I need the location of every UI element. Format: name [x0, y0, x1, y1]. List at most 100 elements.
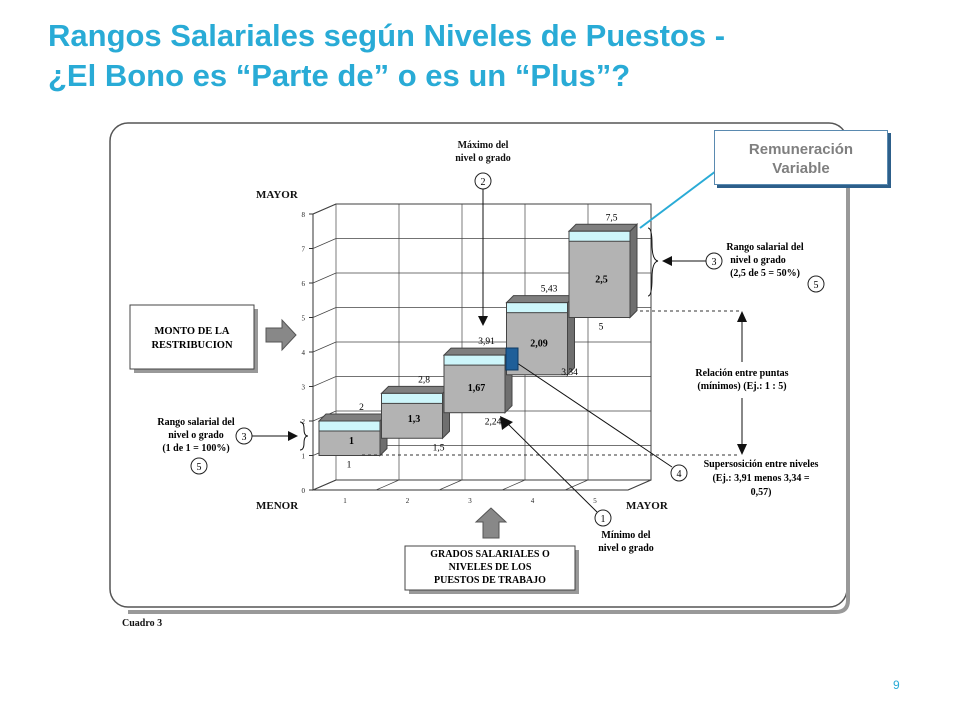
variable-pay-callout: Remuneración Variable	[714, 130, 888, 185]
grados-line1: GRADOS SALARIALES O	[430, 549, 550, 560]
min-pointer-line	[504, 420, 598, 513]
super-pointer-line	[516, 362, 673, 468]
relacion-line1: Relación entre puntas	[695, 368, 788, 379]
min-pointer-head	[500, 416, 513, 430]
min-label: 2,24	[485, 418, 502, 428]
min-label: 1	[347, 461, 352, 471]
range-label: 1	[349, 436, 354, 447]
max-arrow-head	[478, 316, 488, 326]
grados-arrow-icon	[474, 507, 508, 539]
monto-line2: RESTRIBUCION	[151, 340, 233, 351]
floor-line	[438, 479, 463, 491]
callout-pointer	[639, 170, 717, 229]
max-label: 5,43	[541, 285, 558, 295]
gridline-side	[312, 272, 337, 284]
x-tick-label: 2	[406, 497, 410, 505]
circle-5-right	[807, 275, 825, 293]
circle-3-right-number: 3	[712, 257, 717, 268]
y-tick-label: 4	[302, 349, 306, 357]
rango-right-brace	[647, 227, 659, 297]
overlap-marker	[505, 347, 519, 371]
range-label: 2,5	[595, 275, 608, 286]
range-box-3: 1,67 3,91 2,24	[442, 337, 514, 428]
y-tick-label: 3	[302, 384, 306, 392]
box-band	[506, 302, 568, 314]
y-tick-label: 2	[302, 418, 306, 426]
min-label: 5	[599, 323, 604, 333]
relacion-line2: (mínimos) (Ej.: 1 : 5)	[697, 381, 786, 392]
circle-3-left-number: 3	[242, 432, 247, 443]
box-band	[568, 230, 631, 242]
rango-left-arrow-head	[288, 431, 298, 441]
x-tick-label: 1	[343, 497, 347, 505]
floor-line	[501, 479, 526, 491]
rango-right-line2: nivel o grado	[730, 255, 786, 266]
max-label: 2	[359, 403, 364, 413]
rango-left-line2: nivel o grado	[168, 430, 224, 441]
minimo-line1: Mínimo del	[601, 530, 650, 541]
min-label: 1,5	[433, 443, 445, 453]
y-tick-label: 8	[302, 211, 306, 219]
box-top	[505, 295, 576, 304]
circle-5-left	[190, 457, 208, 475]
min-label: 3,34	[561, 368, 578, 378]
y-tick-label: 0	[302, 487, 306, 495]
rango-left-line1: Rango salarial del	[157, 417, 234, 428]
super-line1: Supersosición entre niveles	[704, 459, 819, 470]
relation-arrow-up-head	[737, 311, 747, 322]
circle-1-number: 1	[601, 514, 606, 525]
page-title: Rangos Salariales según Niveles de Puest…	[48, 16, 908, 96]
max-title-line2: nivel o grado	[455, 153, 511, 164]
figure-caption: Cuadro 3	[122, 618, 162, 629]
panel-shadow	[128, 140, 850, 614]
circle-1	[594, 509, 612, 527]
y-tick-label: 1	[302, 453, 306, 461]
floor-line	[375, 479, 400, 491]
monto-box	[129, 304, 255, 370]
box-top	[317, 413, 389, 422]
floor-line	[312, 479, 337, 491]
max-label: 3,91	[478, 337, 495, 347]
rango-right-line1: Rango salarial del	[726, 242, 803, 253]
range-box-2: 1,3 2,8 1,5	[380, 375, 451, 453]
floor-line	[627, 479, 652, 491]
circle-4	[670, 464, 688, 482]
gridline-side	[312, 341, 337, 353]
minimo-line2: nivel o grado	[598, 543, 654, 554]
range-label: 2,09	[530, 338, 548, 349]
range-label: 1,67	[468, 383, 486, 394]
box-band	[381, 392, 443, 404]
callout-line1: Remuneración	[748, 141, 854, 158]
box-front	[568, 230, 631, 318]
box-top	[380, 385, 451, 394]
range-box-4: 2,09 5,43 3,34	[505, 285, 578, 378]
x-tick-label: 5	[593, 497, 597, 505]
gridline-side	[312, 238, 337, 249]
gridline-side	[312, 307, 337, 318]
super-line3: 0,57)	[751, 487, 772, 498]
x-right-label: MAYOR	[626, 500, 669, 512]
range-label: 1,3	[408, 414, 421, 425]
box-top	[567, 223, 639, 232]
grados-line3: PUESTOS DE TRABAJO	[434, 575, 546, 586]
max-label: 2,8	[418, 375, 430, 385]
y-tick-label: 5	[302, 315, 306, 323]
max-title-line1: Máximo del	[458, 140, 509, 151]
page-number: 9	[893, 678, 900, 692]
box-top	[442, 347, 514, 356]
grados-box	[404, 545, 576, 591]
y-top-label: MAYOR	[256, 189, 299, 201]
rango-left-line3: (1 de 1 = 100%)	[162, 443, 229, 454]
title-line-2: ¿El Bono es “Parte de” o es un “Plus”?	[48, 58, 631, 93]
monto-arrow-icon	[265, 318, 297, 352]
range-boxes: 1 2 1 1,3 2,8 1,5 1,67 3,91 2,24 2,09 5,43 3,34 2,5 7…	[317, 213, 639, 471]
circle-4-number: 4	[677, 469, 682, 480]
box-band	[443, 354, 506, 366]
max-label: 7,5	[606, 213, 618, 223]
x-tick-label: 4	[531, 497, 535, 505]
circle-5-right-number: 5	[814, 280, 819, 291]
box-side	[629, 223, 638, 319]
y-tick-label: 7	[302, 246, 306, 254]
